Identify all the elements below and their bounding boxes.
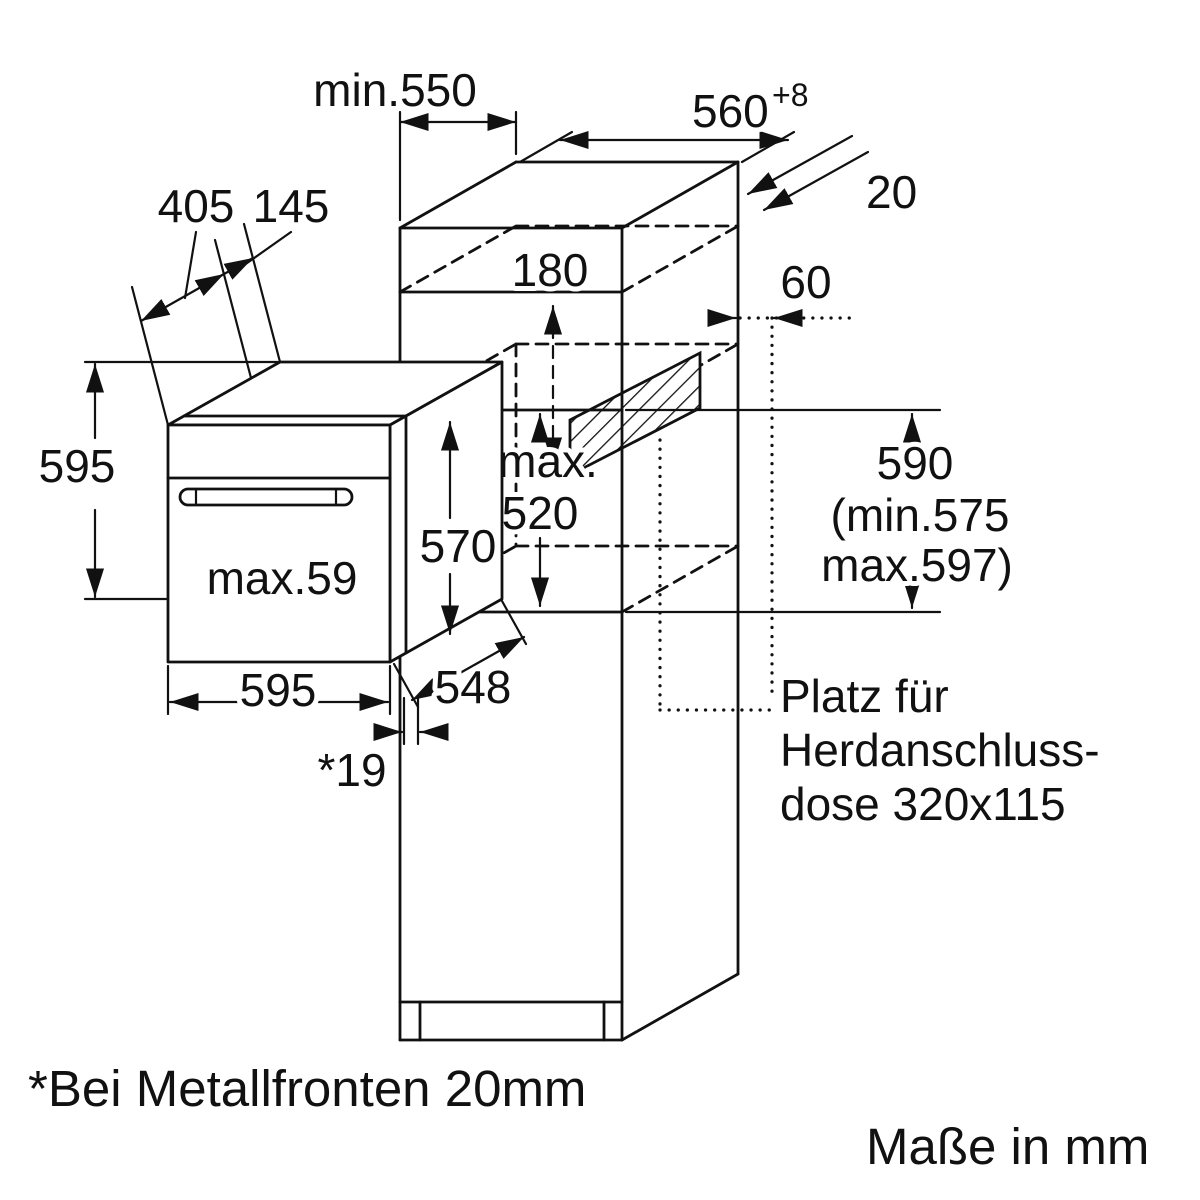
units-note: Maße in mm	[866, 1118, 1149, 1175]
dim-niche-height-min-label: (min.575	[831, 489, 1010, 541]
dim-180-label: 180	[512, 244, 589, 296]
dim-570-label: 570	[420, 520, 497, 572]
dim-145-label: 145	[253, 180, 330, 232]
dim-19-label: *19	[317, 744, 386, 796]
dimension-top-split: 405 145	[130, 175, 334, 427]
dim-405-label: 405	[158, 180, 235, 232]
dim-oven-width-label: 595	[240, 664, 317, 716]
dimension-box-clearance-side: 60	[707, 251, 837, 328]
dimension-inner-max: max. 520	[493, 412, 603, 608]
dim-niche-width-label: 560	[692, 85, 769, 137]
dimension-niche-height: 590 (min.575 max.597)	[624, 408, 1018, 614]
dimension-oven-body-depth: 548	[392, 599, 528, 718]
dimension-oven-width: 595	[166, 659, 392, 721]
dim-548-label: 548	[435, 661, 512, 713]
connection-box-note-line3: dose 320x115	[780, 778, 1066, 830]
dimension-front-overlap: *19	[312, 696, 449, 801]
dimension-niche-width: 560 +8	[518, 72, 813, 164]
dimension-rear-gap: 20	[746, 134, 922, 223]
dim-niche-height-max-label: max.597)	[821, 539, 1013, 591]
dim-niche-width-tolerance: +8	[772, 77, 808, 113]
dimension-oven-height: 595	[34, 360, 280, 601]
dim-front-protrusion-label: max.59	[207, 552, 358, 604]
oven-handle	[178, 487, 354, 507]
dim-max-prefix-label: max.	[498, 435, 598, 487]
dim-niche-height-label: 590	[877, 437, 954, 489]
dimension-oven-body-height: 570	[415, 420, 501, 636]
dim-60-label: 60	[780, 256, 831, 308]
dim-top-depth-label: min.550	[313, 64, 477, 116]
oven-front-face	[166, 423, 392, 664]
connection-box-note: Platz für Herdanschluss- dose 320x115	[775, 665, 1105, 835]
connection-zone-dotted	[658, 316, 858, 712]
dim-520-label: 520	[502, 487, 579, 539]
footnote-metal-fronts: *Bei Metallfronten 20mm	[28, 1060, 586, 1117]
dimension-box-clearance-top: 180	[507, 239, 593, 468]
oven: max.59	[166, 360, 504, 664]
dimension-top-depth: min.550	[308, 59, 518, 222]
connection-box-hatched	[568, 350, 702, 478]
dim-rear-gap-label: 20	[866, 166, 917, 218]
connection-box-note-line2: Herdanschluss-	[780, 724, 1100, 776]
connection-box-note-line1: Platz für	[780, 670, 949, 722]
dim-oven-height-label: 595	[39, 440, 116, 492]
